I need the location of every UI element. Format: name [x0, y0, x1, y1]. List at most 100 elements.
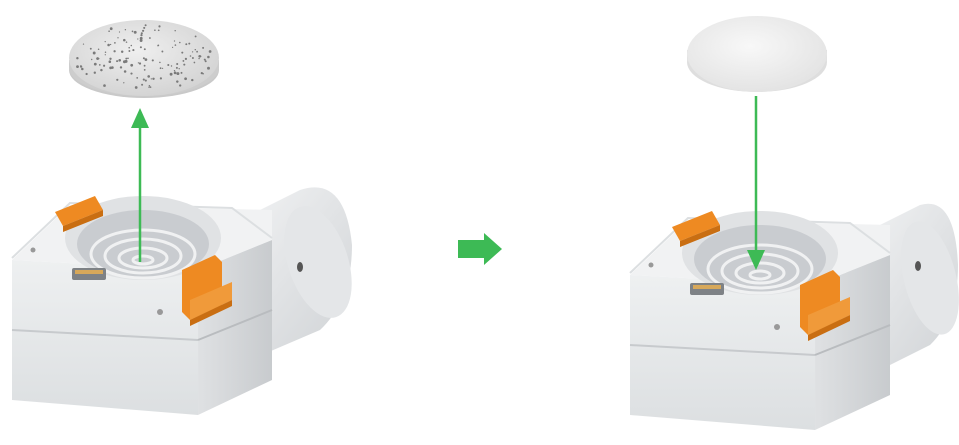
- speckle: [195, 49, 196, 50]
- speckle: [196, 51, 198, 53]
- speckle: [145, 58, 148, 61]
- speckle: [181, 72, 183, 74]
- speckle: [120, 66, 122, 68]
- speckle: [143, 27, 145, 29]
- speckle: [143, 57, 145, 59]
- speckle: [116, 60, 118, 62]
- speckle: [80, 65, 81, 66]
- speckle: [93, 52, 96, 55]
- speckle: [126, 41, 128, 43]
- speckle: [207, 56, 210, 59]
- speckle: [123, 39, 126, 42]
- speckle: [190, 55, 192, 57]
- speckle: [160, 67, 162, 69]
- speckle: [181, 52, 183, 54]
- connector-pins-2: [690, 283, 724, 295]
- speckle: [96, 57, 98, 59]
- speckle: [76, 65, 79, 68]
- speckle: [119, 31, 120, 32]
- speckle: [117, 37, 118, 38]
- speckle: [179, 68, 180, 69]
- speckle: [170, 73, 173, 76]
- speckle: [81, 68, 84, 71]
- speckle: [125, 58, 127, 60]
- speckle: [143, 79, 145, 81]
- speckle: [128, 47, 130, 49]
- speckle: [149, 37, 151, 39]
- speckle: [205, 60, 207, 62]
- speckle: [191, 79, 193, 81]
- speckle: [109, 67, 112, 70]
- speckle: [149, 85, 150, 86]
- speckle: [131, 45, 133, 47]
- speckle: [103, 65, 105, 67]
- speckle: [176, 63, 178, 65]
- speckle: [130, 73, 132, 75]
- speckle: [98, 48, 100, 50]
- speckle: [184, 77, 187, 80]
- speckle: [148, 86, 149, 87]
- speckle: [109, 58, 111, 60]
- speckle: [207, 67, 210, 70]
- speckle: [174, 30, 175, 31]
- speckle: [172, 47, 173, 48]
- speckle: [135, 86, 138, 89]
- speckle: [179, 42, 181, 44]
- speckle: [162, 68, 163, 69]
- speckle: [110, 27, 113, 30]
- speckle: [152, 59, 154, 61]
- speckle: [192, 51, 193, 52]
- speckle: [140, 34, 142, 36]
- filter-housing-body: [12, 196, 272, 415]
- speckle: [144, 65, 146, 67]
- speckle: [125, 29, 126, 30]
- speckle: [145, 24, 147, 26]
- speckle: [141, 32, 143, 34]
- filter-housing-body-2: [630, 211, 890, 430]
- speckle: [144, 48, 146, 50]
- connector-pins: [72, 268, 106, 280]
- speckle: [145, 80, 147, 82]
- speckle: [174, 70, 175, 71]
- speckle: [147, 75, 150, 78]
- speckle: [185, 43, 187, 45]
- speckle: [108, 30, 110, 32]
- speckle: [195, 35, 197, 37]
- speckle: [140, 46, 142, 48]
- speckle: [176, 80, 178, 82]
- speckle: [103, 84, 106, 87]
- speckle: [136, 77, 138, 79]
- speckle: [83, 43, 84, 44]
- speckle: [179, 84, 181, 86]
- speckle: [130, 64, 133, 67]
- speckle: [154, 29, 156, 31]
- speckle: [209, 50, 212, 53]
- speckle: [91, 59, 92, 60]
- speckle: [114, 42, 116, 44]
- speckle: [116, 79, 118, 81]
- speckle: [202, 73, 204, 75]
- speckle: [182, 60, 184, 62]
- speckle: [132, 31, 134, 33]
- speckle: [183, 64, 185, 66]
- speckle: [94, 72, 96, 74]
- speckle: [107, 44, 110, 47]
- speckle: [160, 77, 162, 79]
- speckle: [134, 31, 137, 34]
- speckle: [124, 70, 127, 73]
- speckle: [142, 30, 144, 32]
- speckle: [76, 57, 78, 59]
- speckle: [128, 50, 130, 52]
- speckle: [152, 78, 154, 80]
- speckle: [176, 72, 179, 75]
- speckle: [150, 86, 152, 88]
- speckle: [157, 44, 159, 46]
- speckle: [90, 48, 92, 50]
- speckle: [100, 69, 102, 71]
- speckle: [200, 56, 201, 57]
- speckle: [94, 63, 97, 66]
- speckle: [161, 51, 163, 53]
- speckle: [141, 84, 143, 86]
- speckle: [174, 72, 177, 75]
